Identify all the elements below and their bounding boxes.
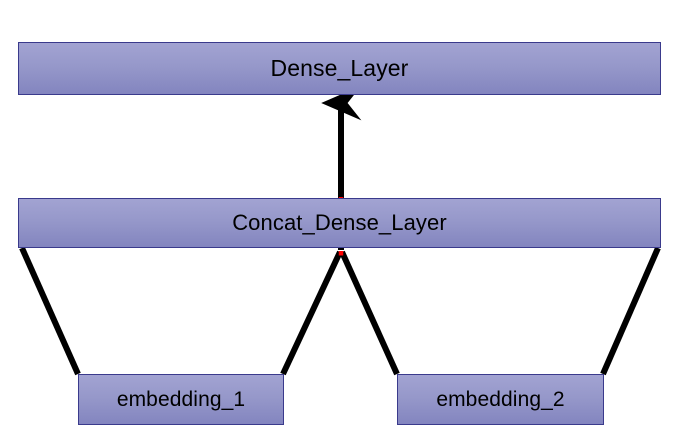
node-embedding-2-label: embedding_2 xyxy=(436,388,565,411)
edge-embedding-2-to-concat-outer xyxy=(600,246,661,376)
node-embedding-2[interactable]: embedding_2 xyxy=(397,374,604,425)
node-dense-layer-label: Dense_Layer xyxy=(270,55,409,81)
node-embedding-1-label: embedding_1 xyxy=(116,388,246,411)
edge-embedding-2-to-concat-inner xyxy=(339,250,400,376)
edge-embedding-1-to-concat-inner xyxy=(280,250,343,376)
node-dense-layer[interactable]: Dense_Layer xyxy=(18,42,661,95)
node-embedding-1[interactable]: embedding_1 xyxy=(78,374,284,425)
edge-embedding-1-to-concat-outer xyxy=(19,246,81,376)
node-concat-dense-layer-label: Concat_Dense_Layer xyxy=(232,210,447,235)
node-concat-dense-layer[interactable]: Concat_Dense_Layer xyxy=(18,198,661,248)
